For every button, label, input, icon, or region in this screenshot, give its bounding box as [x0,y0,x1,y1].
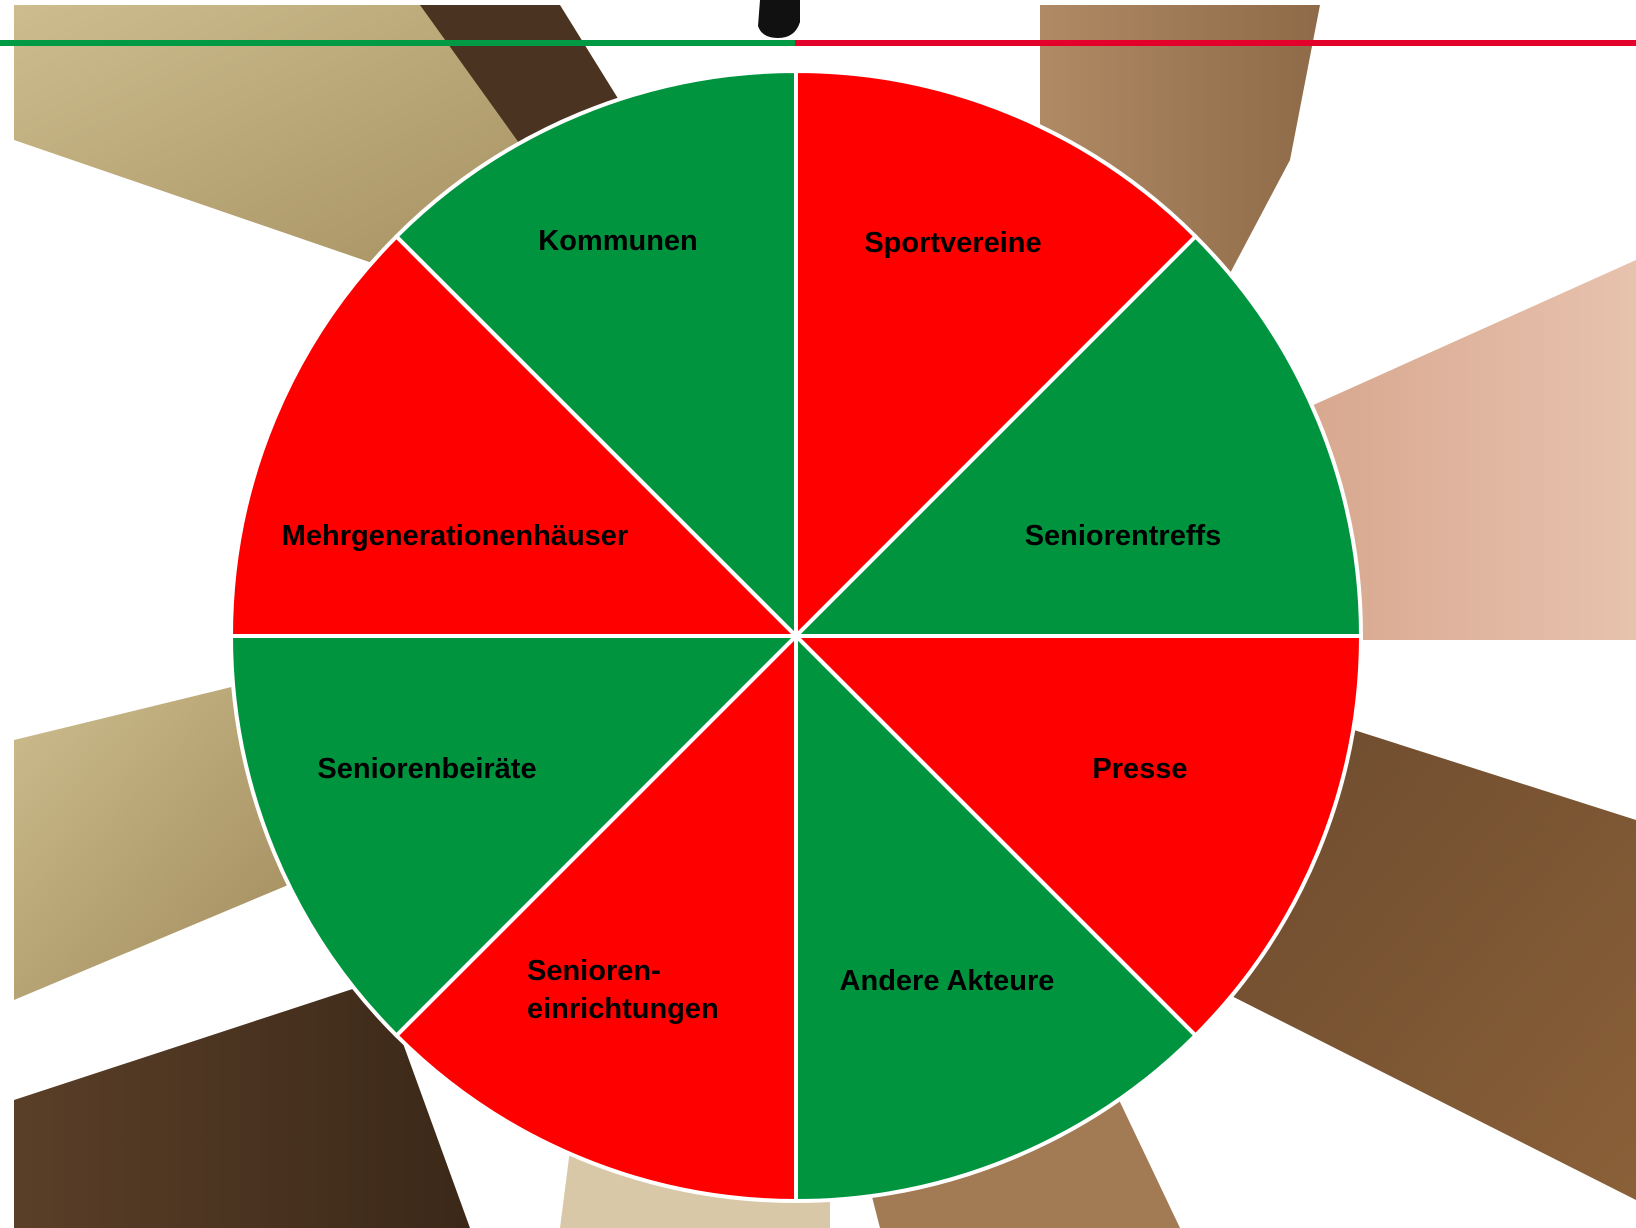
arm-left-pale [14,680,300,1000]
wheel-segment-label-4: Andere Akteure [840,965,1055,997]
wheel-segment-2 [791,233,1364,638]
wheel-segment-label-1: Sportvereine [864,227,1041,259]
wheel-segments [228,68,1364,1204]
wheel-segment-5 [393,631,798,1204]
arm-bottom-left [14,980,470,1228]
arm-top-right [1040,5,1320,330]
wheel-segment-1 [794,68,1199,641]
arm-right-pink [1280,260,1636,640]
header-rule-red [795,40,1636,46]
wheel-segment-label-5: Senioren-einrichtungen [527,955,719,1025]
wheel-segment-label-3: Presse [1092,753,1187,785]
wheel-segment-8 [393,68,798,641]
wheel-segment-7 [228,233,801,638]
title-fragment [758,0,800,38]
wheel-segment-label-8: Kommunen [538,225,698,257]
header-rule-green [0,40,795,46]
wheel-segment-3 [791,634,1364,1039]
title-glyph-fragment [758,0,800,38]
wheel-segment-4 [794,631,1199,1204]
wheel-segment-label-2: Seniorentreffs [1025,520,1222,552]
wheel-segment-label-6: Seniorenbeiräte [317,753,536,785]
wheel-segment-6 [228,634,801,1039]
wheel-segment-label-7: Mehrgenerationenhäuser [282,520,628,552]
